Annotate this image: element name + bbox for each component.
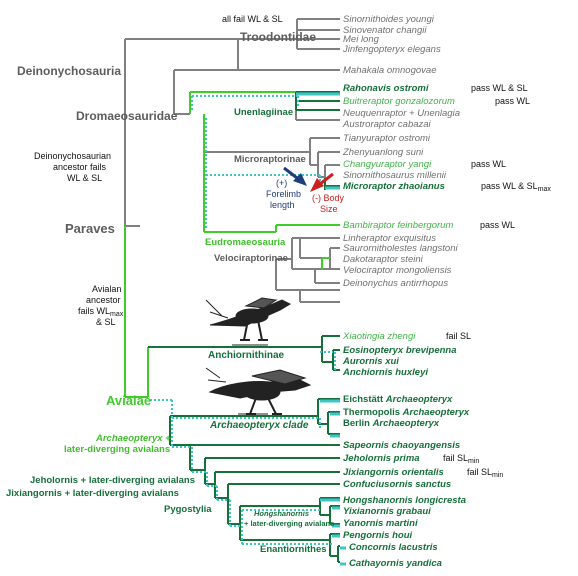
note-forelimb-1: (+) — [276, 178, 287, 188]
note-body-1: (-) Body — [312, 193, 345, 203]
taxon-label: Cathayornis yandica — [349, 558, 442, 569]
taxon-label: Sinornithosaurus millenii — [343, 170, 447, 181]
taxon-label: Confuciusornis sanctus — [343, 479, 451, 490]
taxon-label: Austroraptor cabazai — [342, 119, 432, 130]
taxon-label: Zhenyuanlong suni — [342, 147, 424, 158]
taxon-label: Mei long — [343, 34, 380, 45]
taxon-label: Yixianornis grabaui — [343, 506, 431, 517]
note-body-2: Size — [320, 204, 338, 214]
clade-pygostylia: Pygostylia — [164, 504, 212, 515]
taxon-label: Aurornis xui — [342, 356, 399, 367]
taxon-label: Sapeornis chaoyangensis — [343, 440, 460, 451]
clade-paraves: Paraves — [65, 221, 115, 236]
taxon-label: Deinonychus antirrhopus — [343, 278, 448, 289]
clade-hongshanornis-later-1: Hongshanornis — [254, 509, 309, 518]
note-deino-1: Deinonychosaurian — [34, 151, 111, 161]
taxon-label: Buitreraptor gonzalozorum — [343, 96, 455, 107]
taxon-label: Eosinopteryx brevipenna — [343, 345, 457, 356]
note-deino-3: WL & SL — [67, 173, 102, 183]
light-green-branches — [124, 91, 340, 398]
body-size-arrow — [310, 172, 334, 192]
taxon-label: Sinovenator changii — [343, 25, 427, 36]
anchiornis-silhouette-icon — [205, 297, 292, 346]
taxon-label: Jinfengopteryx elegans — [342, 44, 441, 55]
clade-enantiornithes: Enantiornithes — [260, 544, 327, 555]
forelimb-arrow — [283, 166, 307, 186]
clade-microraptorinae: Microraptorinae — [234, 154, 306, 165]
clade-eudromaeosauria: Eudromaeosauria — [205, 237, 286, 248]
clade-anchiornithinae: Anchiornithinae — [208, 350, 285, 361]
clade-velociraptorinae: Velociraptorinae — [214, 253, 288, 264]
taxon-label: Jixiangornis orientalis — [343, 467, 444, 478]
note-avialan-2: ancestor — [86, 295, 121, 305]
taxon-label: Sinornithoides youngi — [343, 14, 435, 25]
taxon-label: Velociraptor mongoliensis — [343, 265, 452, 276]
taxon-status: pass WL & SLmax — [481, 181, 551, 193]
taxon-label: Linheraptor exquisitus — [343, 233, 436, 244]
taxon-label: Changyuraptor yangi — [343, 159, 432, 170]
clade-hongshanornis-later-2: + later-diverging avialans — [244, 519, 334, 528]
taxon-label: Anchiornis huxleyi — [342, 367, 428, 378]
taxon-label: Mahakala omnogovae — [343, 65, 436, 76]
taxon-status: fail SLmin — [467, 467, 503, 479]
taxon-status: pass WL — [480, 220, 515, 230]
taxon-label: Pengornis houi — [343, 530, 413, 541]
taxon-status: fail SL — [446, 331, 471, 341]
clade-dromaeosauridae: Dromaeosauridae — [76, 109, 178, 123]
taxon-label: Rahonavis ostromi — [343, 83, 429, 94]
taxon-label: Berlin Archaeopteryx — [343, 418, 440, 429]
taxon-label: Hongshanornis longicresta — [343, 495, 466, 506]
clade-jeholornis-later: Jeholornis + later-diverging avialans — [30, 475, 195, 486]
archaeopteryx-silhouette-icon — [205, 367, 312, 415]
note-avialan-4: & SL — [96, 317, 116, 327]
clade-avialae: Avialae — [106, 393, 151, 408]
taxon-status: pass WL & SL — [471, 83, 528, 93]
clade-deinonychosauria: Deinonychosauria — [17, 64, 121, 78]
teal-overlay-branches — [150, 95, 336, 545]
note-forelimb-3: length — [270, 200, 295, 210]
clade-archaeopteryx-later-1: Archaeopteryx + — [95, 433, 171, 444]
taxon-label: Concornis lacustris — [349, 542, 438, 553]
taxon-label: Xiaotingia zhengi — [342, 331, 416, 342]
taxon-label: Dakotaraptor steini — [343, 254, 424, 265]
grey-branches — [124, 18, 340, 303]
clade-archaeopteryx-later-2: later-diverging avialans — [64, 444, 170, 455]
taxon-label: Jeholornis prima — [343, 453, 420, 464]
clade-troodontidae: Troodontidae — [240, 30, 316, 44]
taxon-status: fail SLmin — [443, 453, 479, 465]
clade-unenlagiinae: Unenlagiinae — [234, 107, 293, 118]
note-avialan-3: fails WLmax — [78, 306, 124, 318]
taxon-label: Thermopolis Archaeopteryx — [343, 407, 470, 418]
taxon-label: Microraptor zhaoianus — [343, 181, 445, 192]
taxon-label: Eichstätt Archaeopteryx — [343, 394, 453, 405]
taxon-label: Yanornis martini — [343, 518, 418, 529]
clade-jixiangornis-later: Jixiangornis + later-diverging avialans — [6, 488, 179, 499]
note-deino-2: ancestor fails — [53, 162, 107, 172]
note-all-fail: all fail WL & SL — [222, 14, 283, 24]
teal-solid-branches — [296, 92, 346, 566]
taxon-status: pass WL — [495, 96, 530, 106]
note-avialan-1: Avialan — [92, 284, 121, 294]
note-forelimb-2: Forelimb — [266, 189, 301, 199]
taxon-label: Neuquenraptor + Unenlagia — [343, 108, 460, 119]
taxon-status: pass WL — [471, 159, 506, 169]
taxa-labels: Sinornithoides youngi Sinovenator changi… — [342, 14, 551, 569]
taxon-label: Tianyuraptor ostromi — [343, 133, 431, 144]
clade-archaeopteryx: Archaeopteryx clade — [209, 420, 309, 431]
taxon-label: Saurornitholestes langstoni — [343, 243, 458, 254]
taxon-label: Bambiraptor feinbergorum — [343, 220, 453, 231]
